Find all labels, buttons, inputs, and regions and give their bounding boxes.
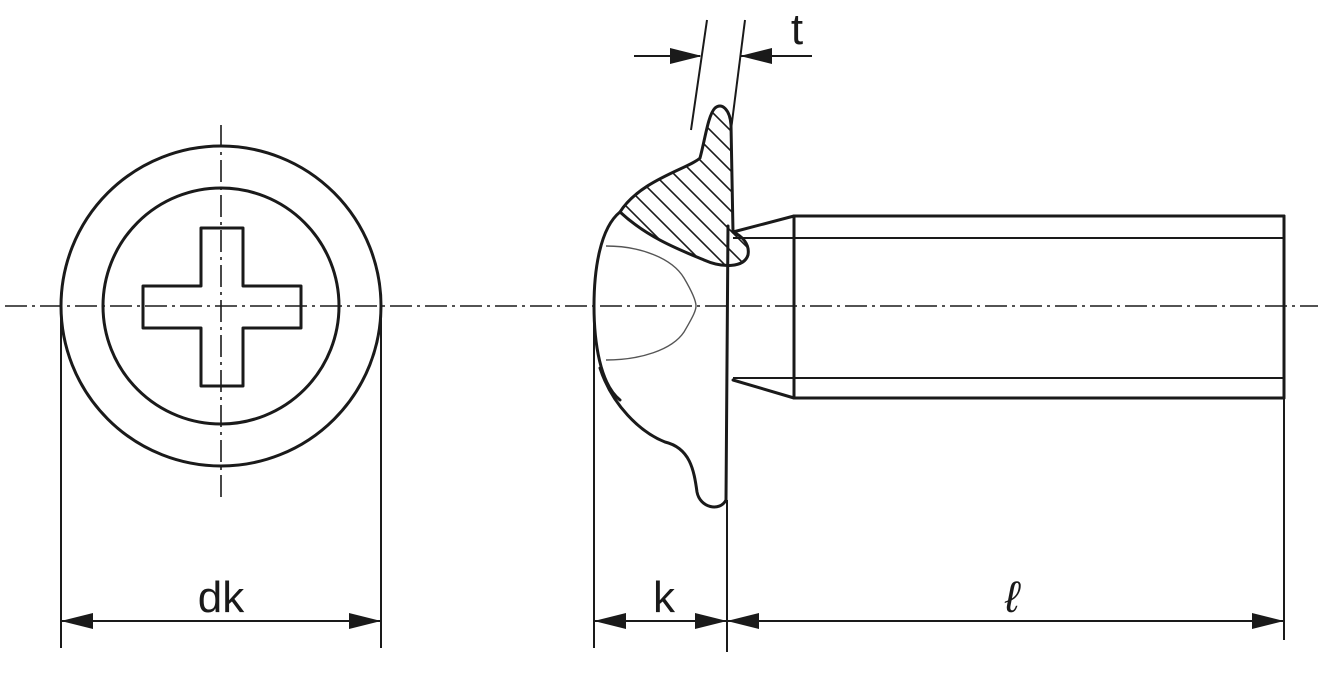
recess-profile-lower <box>605 305 697 361</box>
length-label: ℓ <box>1004 573 1021 622</box>
phillips-recess-icon <box>141 226 303 388</box>
head-lower-profile <box>598 366 728 509</box>
side-view <box>592 104 1286 509</box>
t-arrow-left <box>670 48 702 64</box>
k-arrow-right <box>695 613 727 629</box>
dimension-t: t <box>634 5 812 131</box>
dimension-length: ℓ <box>727 398 1285 640</box>
length-arrow-right <box>1252 613 1284 629</box>
k-arrow-left <box>594 613 626 629</box>
dk-arrow-right <box>349 613 381 629</box>
t-arrow-right <box>740 48 772 64</box>
dk-label: dk <box>198 573 245 622</box>
t-extension-right <box>730 19 746 131</box>
dk-arrow-left <box>61 613 93 629</box>
t-label: t <box>791 5 803 54</box>
dimension-dk: dk <box>60 306 382 648</box>
recess-profile-upper <box>605 245 697 307</box>
shank-chamfer-bottom <box>731 378 796 400</box>
k-label: k <box>653 573 676 622</box>
shank <box>731 214 1286 400</box>
t-extension-left <box>690 19 708 131</box>
length-arrow-left <box>727 613 759 629</box>
dimension-k: k <box>593 306 728 652</box>
head-inner-circle <box>101 186 341 426</box>
head-face-line <box>724 224 730 502</box>
shank-chamfer-top <box>731 214 796 234</box>
